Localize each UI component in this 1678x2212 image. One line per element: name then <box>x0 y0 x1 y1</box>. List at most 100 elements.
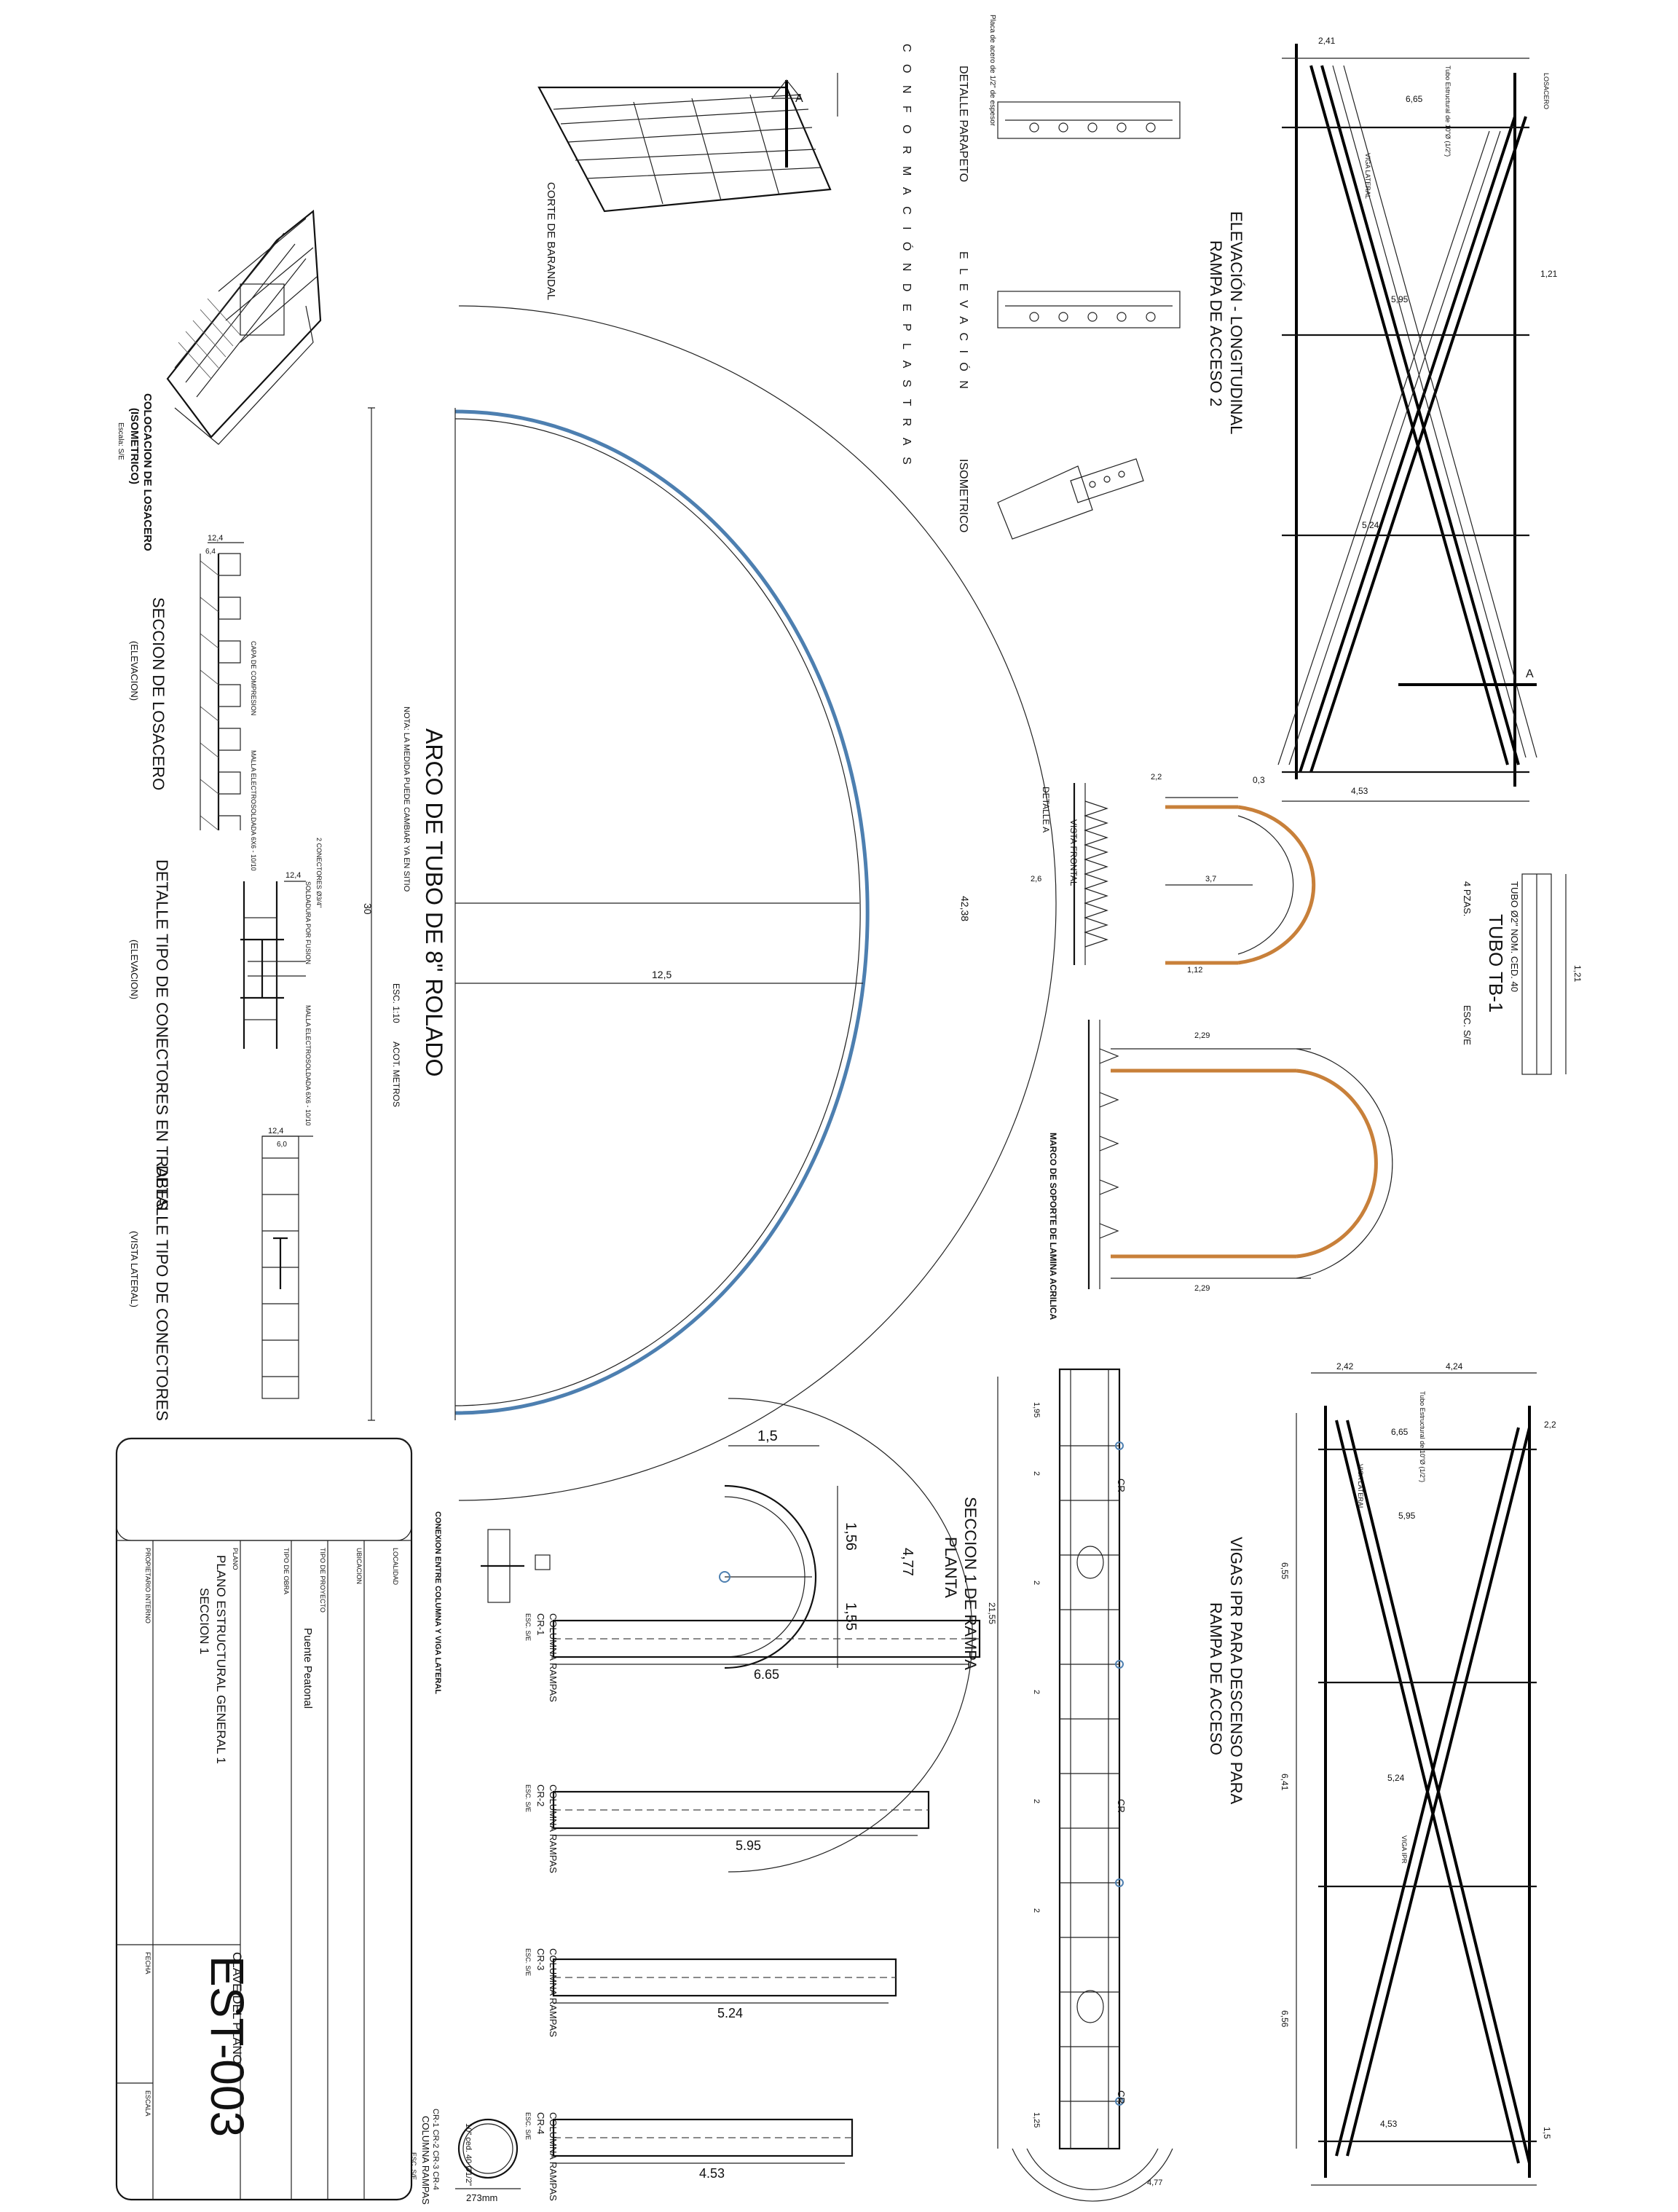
losacero-isometric <box>166 209 322 445</box>
section1-title: SECCION 1 DE RAMPA <box>961 1497 980 1670</box>
soldadura-label: SOLDADURA POR FUSION <box>304 881 312 964</box>
ring-bottom: 1,55 <box>843 1602 859 1631</box>
beams-d2: 6,41 <box>1280 1774 1290 1791</box>
ramp2-title: ELEVACIÓN - LONGITUDINAL <box>1227 211 1245 434</box>
beams-title: VIGAS IPR PARA DESCENSO PARA <box>1227 1537 1245 1805</box>
cr3-name: COLUMNA RAMPAS <box>548 1948 559 2037</box>
parapeto-title: DETALLE PARAPETO <box>957 66 969 182</box>
column-section-name: COLUMNA RAMPAS <box>420 2116 431 2205</box>
title-block <box>115 1437 413 2201</box>
cr2-code: CR-2 <box>535 1784 546 1806</box>
cr2-scale: ESC. S/E <box>524 1784 532 1812</box>
beams-v2: 5,95 <box>1398 1511 1416 1521</box>
ramp2-d1: 6,65 <box>1406 94 1423 104</box>
cr4-length: 4.53 <box>699 2166 725 2181</box>
beams-w1: 2,42 <box>1336 1361 1354 1371</box>
vista-frontal: VISTA FRONTAL <box>1068 819 1079 886</box>
section1-bay-4: 2 <box>1032 1799 1041 1803</box>
beams-subtitle: RAMPA DE ACCESO <box>1207 1602 1225 1755</box>
section-losacero-title: SECCION DE LOSACERO <box>149 597 168 790</box>
tb-work-type-label: TIPO DE OBRA <box>283 1548 290 1594</box>
elevacion-label: E L E V A C I Ó N <box>957 251 971 392</box>
detalle-a: DETALLE A <box>1041 787 1051 833</box>
malla-label-2: MALLA ELECTROSOLDADA 6X6 - 10/10 <box>304 1005 312 1126</box>
conexion-title: CONEXION ENTRE COLUMNA Y VIGA LATERAL <box>433 1511 442 1694</box>
column-cr3 <box>552 1958 897 2004</box>
frame1-side: 2,6 <box>1031 875 1041 883</box>
cr1-scale: ESC. S/E <box>524 1613 532 1641</box>
cr3-code: CR-3 <box>535 1948 546 1970</box>
section1-length: 21,55 <box>987 1602 997 1624</box>
connectors-title: DETALLE TIPO DE CONECTORES <box>153 1165 171 1421</box>
ring-width: 1,5 <box>757 1428 778 1444</box>
descent-beams <box>1296 1372 1537 2186</box>
beams-d1: 6,55 <box>1280 1562 1290 1580</box>
arch-note: NOTA: LA MEDIDA PUEDE CAMBIAR YA EN SITI… <box>402 706 411 892</box>
cr3-scale: ESC. S/E <box>524 1948 532 1976</box>
half-ring-detail <box>719 1398 973 1873</box>
ramp2-d4: 4,53 <box>1351 786 1368 796</box>
cr1-code: CR-1 <box>535 1613 546 1635</box>
beams-d3: 6,56 <box>1280 2010 1290 2028</box>
tb-project-type: Puente Peatonal <box>302 1628 314 1709</box>
tb-date-label: FECHA <box>144 1952 151 1975</box>
ramp2-top-dim: 2,41 <box>1318 36 1336 46</box>
section1-bay-3: 2 <box>1032 1690 1041 1694</box>
column-section-diameter: 273mm <box>466 2192 497 2203</box>
ring-top: 1,56 <box>843 1522 859 1551</box>
section1-subtitle: PLANTA <box>942 1537 960 1598</box>
cr4-scale: ESC. S/E <box>524 2112 532 2140</box>
section-losacero-subtitle: (ELEVACION) <box>129 641 140 701</box>
beams-v1: 6,65 <box>1391 1427 1409 1437</box>
column-cr4 <box>552 2118 854 2164</box>
marco-title: MARCO DE SOPORTE DE LAMINA ACRILICA <box>1048 1133 1058 1320</box>
column-cr1 <box>552 1619 981 1665</box>
capa-label: CAPA DE COMPRESION <box>250 641 257 715</box>
column-section-codes: CR-1 CR-2 CR-3 CR-4 <box>431 2109 440 2190</box>
cr-label-2: CR <box>1116 1799 1127 1813</box>
losacero-subtitle: (ISOMETRICO) <box>128 408 141 484</box>
beams-d4: 1,5 <box>1542 2127 1552 2139</box>
column-cr2 <box>552 1790 930 1836</box>
arch-scale: ESC. 1:10 <box>391 983 401 1023</box>
cr-label-1: CR <box>1116 1479 1127 1492</box>
cut-a-top: A <box>795 93 803 105</box>
tb-plan-name-2: SECCION 1 <box>197 1588 211 1655</box>
connectors-subtitle: (VISTA LATERAL) <box>129 1231 140 1307</box>
frame-detail-2 <box>1087 1020 1393 1289</box>
losacero-title: COLOCACION DE LOSACERO <box>141 393 154 551</box>
frame1-inner: 3,7 <box>1205 875 1216 883</box>
beams-w2: 4,24 <box>1446 1361 1463 1371</box>
frame1-top: 2,2 <box>1151 773 1162 782</box>
tb-scale-label: ESCALA <box>144 2090 151 2117</box>
losacero-width-dim: 12,4 <box>208 534 223 543</box>
tb-sheet-code: EST-003 <box>201 1956 253 2137</box>
arch-units: ACOT. METROS <box>391 1042 401 1107</box>
tubo-scale: ESC. S/E <box>1462 1005 1473 1045</box>
tb-plan-name-1: PLANO ESTRUCTURAL GENERAL 1 <box>214 1555 228 1764</box>
isometrico-label: ISOMETRICO <box>957 459 969 532</box>
connectors-lateral-detail <box>261 1135 313 1399</box>
section1-bay-2: 2 <box>1032 1581 1041 1585</box>
arch-drawing <box>368 305 1057 1501</box>
beams-v4: 4,53 <box>1380 2119 1398 2129</box>
losacero-section <box>200 542 244 831</box>
section1-last: 1,25 <box>1032 2112 1041 2128</box>
ramp2-viga-label: VIGA LATERAL <box>1364 153 1371 199</box>
connectors-trabes-detail <box>240 881 306 1049</box>
beams-ipr-label: VIGA IPR <box>1401 1835 1408 1864</box>
losacero-scale: Escala: S/E <box>117 422 125 460</box>
parapeto-note: Placa de acero de 1/2" de espesor <box>988 15 996 127</box>
arch-title: ARCO DE TUBO DE 8" ROLADO <box>421 728 447 1077</box>
ramp2-d3: 5,24 <box>1362 520 1379 530</box>
frame2-top: 2,29 <box>1194 1031 1210 1040</box>
tb-owner-label: PROPIETARIO INTERNO <box>144 1548 151 1623</box>
tubo-len: 1,21 <box>1572 965 1583 983</box>
ramp2-subtitle: RAMPA DE ACCESO 2 <box>1207 240 1225 406</box>
section1-arc: 4,77 <box>1147 2178 1162 2187</box>
barandal-section <box>537 73 838 213</box>
conectores-label: 2 CONECTORES Ø3/4" <box>315 838 323 908</box>
tb-plan-label: PLANO <box>232 1548 239 1570</box>
cr1-name: COLUMNA RAMPAS <box>548 1613 559 1702</box>
ramp2-elevation <box>1277 44 1537 802</box>
